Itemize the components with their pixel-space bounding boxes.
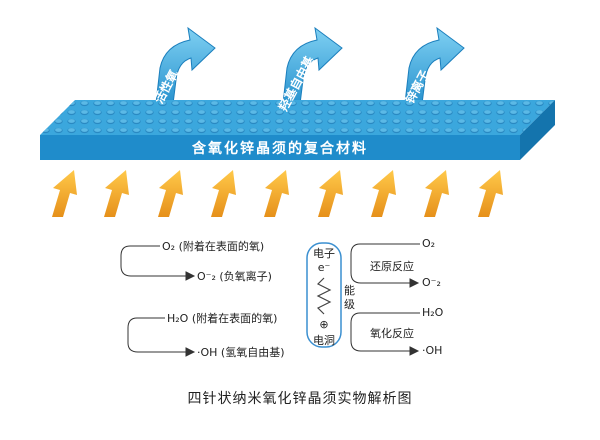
light-arrows	[52, 170, 503, 217]
light-arrow	[211, 170, 236, 217]
light-arrow	[264, 170, 289, 217]
light-arrow	[104, 170, 129, 217]
composite-illustration	[40, 26, 555, 217]
oxidation-input-label: H₂O	[422, 306, 444, 319]
water-output-label: ·OH (氢氧自由基)	[197, 346, 285, 359]
light-arrow	[318, 170, 343, 217]
reduction-input-label: O₂	[422, 237, 436, 250]
emission-arrow-zinc-ion	[403, 26, 465, 113]
light-arrow	[52, 170, 77, 217]
slab-title: 含氧化锌晶须的复合材料	[192, 141, 368, 157]
light-arrow	[424, 170, 449, 217]
light-arrow	[478, 170, 503, 217]
reduction-label: 还原反应	[370, 260, 414, 273]
emission-arrow-hydroxyl-radical	[281, 26, 343, 113]
light-arrow	[371, 170, 396, 217]
emission-arrow-reactive-oxygen	[154, 26, 216, 113]
reaction-connectors	[120, 242, 420, 357]
oxidation-output-label: ·OH	[422, 344, 443, 357]
energy-zigzag	[316, 277, 332, 315]
oxygen-output-label: O⁻₂ (负氧离子)	[197, 270, 272, 283]
oxygen-input-label: O₂ (附着在表面的氧)	[162, 240, 265, 253]
composite-slab	[40, 100, 555, 160]
electron-symbol: e⁻	[317, 261, 331, 274]
energy-pill	[306, 242, 342, 348]
reduction-output-label: O⁻₂	[422, 276, 441, 289]
light-arrow	[158, 170, 183, 217]
energy-level-label: 能级	[344, 284, 355, 311]
electron-label: 电子	[313, 247, 335, 260]
figure-caption: 四针状纳米氧化锌晶须实物解析图	[187, 391, 413, 407]
oxidation-label: 氧化反应	[370, 327, 414, 340]
water-input-label: H₂O (附着在表面的氧)	[167, 312, 278, 325]
hole-symbol: ⊕	[319, 318, 329, 331]
hole-label: 电洞	[313, 334, 335, 347]
